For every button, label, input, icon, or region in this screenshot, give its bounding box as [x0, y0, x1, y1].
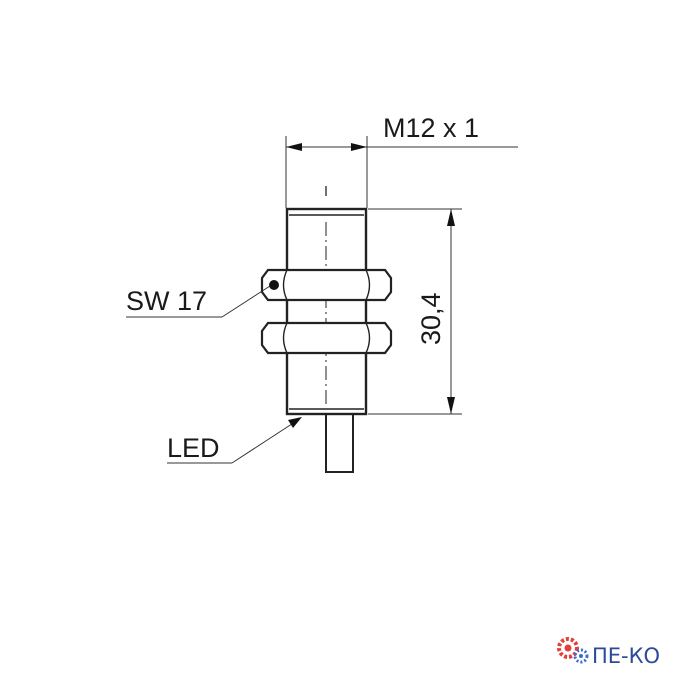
thread-dimension — [286, 143, 518, 151]
length-dimension — [368, 208, 462, 415]
hex-nut-upper — [260, 268, 393, 302]
sensor-body — [285, 207, 368, 416]
led-leader — [167, 419, 299, 464]
gear-icon — [557, 637, 579, 659]
arrow-right — [351, 143, 367, 151]
led-label: LED — [167, 433, 220, 463]
arrow-left — [286, 143, 302, 151]
brand-logo-text: ПЕ-КО — [592, 644, 660, 668]
thread-extension-lines — [285, 136, 368, 208]
led-indicator-dot — [269, 280, 279, 290]
led-arrow — [288, 417, 302, 428]
length-label: 30,4 — [416, 292, 446, 345]
wrench-label: SW 17 — [126, 286, 207, 316]
gear-small-icon — [573, 648, 589, 664]
thread-label: M12 x 1 — [383, 113, 479, 143]
hex-nut-lower — [260, 321, 393, 355]
wrench-leader — [126, 285, 271, 318]
brand-logo: ПЕ-КО — [557, 637, 660, 668]
cable — [325, 413, 354, 473]
